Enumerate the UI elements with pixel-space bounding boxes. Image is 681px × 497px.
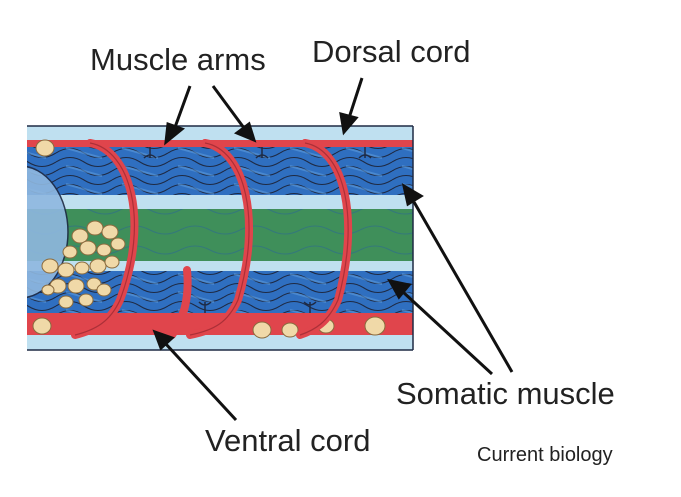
lateral-hypodermis-top (27, 195, 413, 209)
arrow-muscle-arms-1 (172, 85, 192, 131)
dorsal-muscle-band (27, 147, 413, 195)
label-muscle-arms: Muscle arms (90, 42, 266, 77)
arrow-somatic-muscle-bottom (401, 290, 494, 376)
arrow-muscle-arms-2 (211, 85, 246, 129)
dorsal-muscle-arms (143, 147, 372, 159)
hypodermis-bottom (27, 335, 413, 350)
label-dorsal-cord: Dorsal cord (312, 34, 471, 69)
hypodermis-top (27, 126, 413, 140)
arrow-somatic-muscle-top (412, 201, 514, 373)
ventral-muscle-band (27, 271, 413, 313)
arrow-dorsal-cord (347, 77, 364, 119)
arrow-ventral-cord (163, 341, 238, 422)
label-ventral-cord: Ventral cord (205, 423, 370, 458)
commissure-short (168, 266, 192, 339)
lateral-hypodermis-bottom (27, 261, 413, 271)
cell-bodies (32, 139, 386, 339)
label-somatic-muscle: Somatic muscle (396, 376, 615, 411)
ventral-muscle-arms (198, 301, 317, 313)
worm-body-section (27, 126, 413, 350)
dorsal-nerve-cord (27, 140, 413, 147)
pointer-arrows (152, 77, 514, 422)
label-credit: Current biology (477, 444, 613, 466)
